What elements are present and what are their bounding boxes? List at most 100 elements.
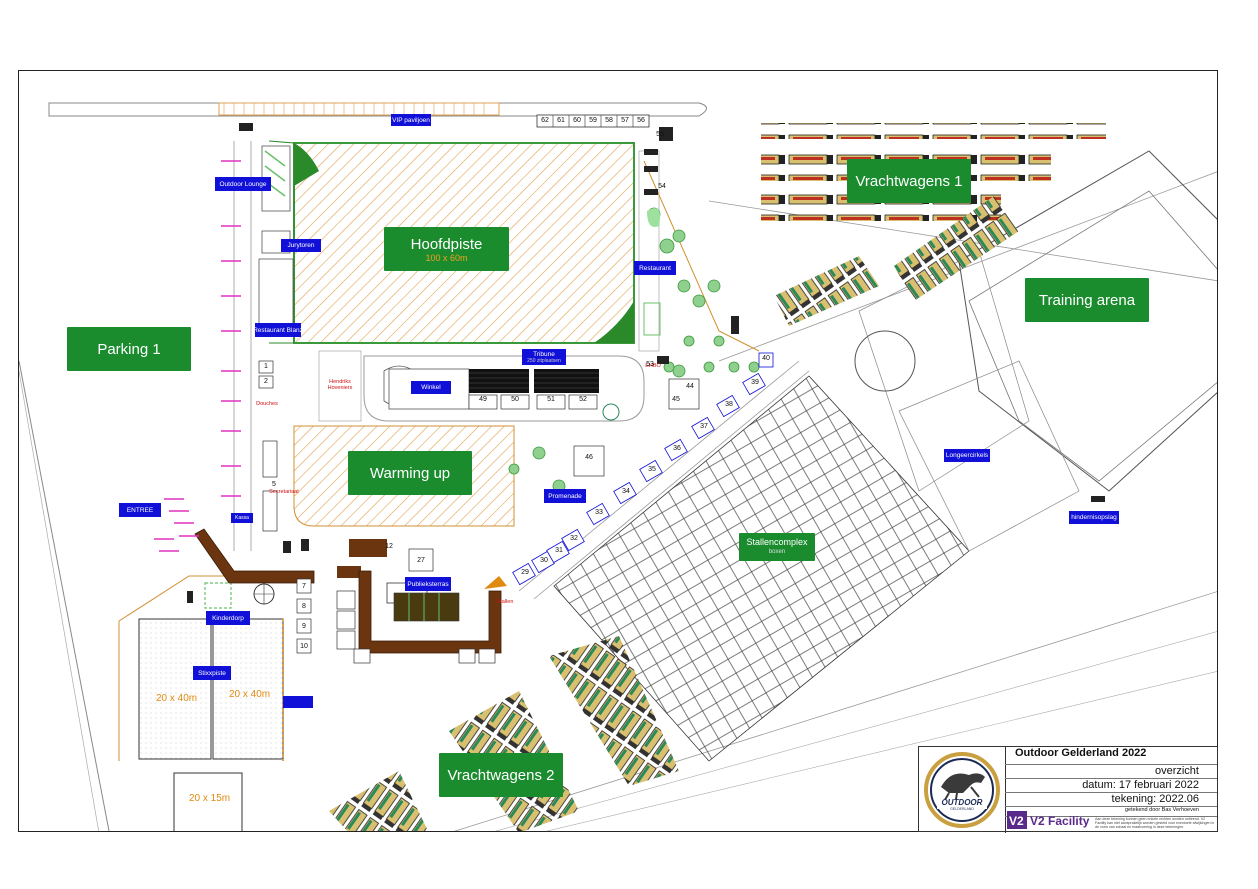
stand-36: 36 xyxy=(673,445,681,452)
label-douches-text: Douches xyxy=(256,401,278,407)
v2-badge-icon: V2 xyxy=(1007,811,1027,829)
stand-51: 51 xyxy=(547,396,555,403)
svg-text:V2: V2 xyxy=(1009,814,1024,828)
title-drawing-number: tekening: 2022.06 xyxy=(1005,793,1217,807)
stand-8: 8 xyxy=(302,603,306,610)
logo-subtext: GELDERLAND xyxy=(950,807,974,811)
stand-45: 45 xyxy=(672,396,680,403)
stand-31: 31 xyxy=(555,547,563,554)
title-subtitle: overzicht xyxy=(1005,765,1217,779)
label-ehbo-text: EHBO xyxy=(645,363,661,369)
label-stixxpiste: Stixxpiste xyxy=(193,666,231,680)
label-kinderdorp: Kinderdorp xyxy=(206,611,250,625)
horse-logo-icon xyxy=(924,752,1000,828)
label-publieksterras-text: Publieksterras xyxy=(407,580,449,588)
stand-40: 40 xyxy=(762,355,770,362)
stand-53: 53 xyxy=(646,361,654,368)
label-ehbo: EHBO xyxy=(639,363,667,369)
label-tribune-text: Tribune xyxy=(533,350,555,358)
label-stixxpiste-text: Stixxpiste xyxy=(198,669,226,677)
stand-37: 37 xyxy=(700,423,708,430)
stand-50: 50 xyxy=(511,396,519,403)
label-jurytoren-text: Jurytoren xyxy=(287,242,315,249)
dim-small-arena: 20 x 15m xyxy=(189,793,231,804)
label-hindernisopslag: hindernisopslag xyxy=(1069,511,1119,524)
area-stallencomplex-sub: boxen xyxy=(768,549,786,555)
area-parking-1: Parking 1 xyxy=(67,327,191,371)
stand-10: 10 xyxy=(300,643,308,650)
area-training-arena: Training arena xyxy=(1025,278,1149,322)
stand-27: 27 xyxy=(417,557,425,564)
stand-35: 35 xyxy=(648,466,656,473)
label-outdoor-lounge-text: Outdoor Lounge xyxy=(219,180,267,188)
label-secretariaat-text: Secretariaat xyxy=(269,489,299,495)
stand-5: 5 xyxy=(272,481,276,488)
stand-12: 12 xyxy=(385,543,393,550)
stand-59: 59 xyxy=(589,117,597,124)
site-map: Parking 1 Hoofdpiste 100 x 60m Warming u… xyxy=(18,70,1218,832)
label-restaurant-blanz: Restaurant Blanz xyxy=(253,323,303,337)
outdoor-gelderland-logo: OUTDOOR GELDERLAND xyxy=(919,747,1006,833)
stand-49: 49 xyxy=(479,396,487,403)
label-hindernisopslag-text: hindernisopslag xyxy=(1071,514,1117,521)
label-kassa-text: Kassa xyxy=(235,515,249,521)
area-parking-1-label: Parking 1 xyxy=(97,340,161,358)
area-stallencomplex-label: Stallencomplex xyxy=(746,537,808,547)
label-tribune: Tribune 250 zitplaatsen xyxy=(522,349,566,365)
v2-brand-text: V2 Facility xyxy=(1030,814,1090,828)
label-douches: Douches xyxy=(255,401,279,407)
stand-56: 56 xyxy=(637,117,645,124)
title-disclaimer: Aan deze tekening kunnen geen enkele rec… xyxy=(1095,817,1215,829)
stand-44: 44 xyxy=(686,383,694,390)
label-winkel-text: Winkel xyxy=(421,384,441,391)
label-restaurant-text: Restaurant xyxy=(639,264,671,272)
v2-facility-logo: V2 V2 Facility xyxy=(1005,807,1091,833)
area-warming-up: Warming up xyxy=(348,451,472,495)
stand-34: 34 xyxy=(622,488,630,495)
area-vrachtwagens-2-label: Vrachtwagens 2 xyxy=(447,766,555,784)
stand-60: 60 xyxy=(573,117,581,124)
stand-46: 46 xyxy=(585,454,593,461)
stand-1: 1 xyxy=(264,363,268,370)
area-warming-up-label: Warming up xyxy=(369,464,451,482)
label-stallen-kantoor-text: Stallen xyxy=(496,599,514,605)
stand-61: 61 xyxy=(557,117,565,124)
label-promenade-text: Promenade xyxy=(548,492,582,500)
dim-stixx-right: 20 x 40m xyxy=(229,689,271,700)
label-vip-text: VIP paviljoen xyxy=(392,116,430,124)
label-entree-text: ENTREE xyxy=(126,506,154,514)
label-stallen-kantoor: Stallen xyxy=(493,599,517,605)
area-stallencomplex: Stallencomplex boxen xyxy=(739,533,815,561)
area-vrachtwagens-2: Vrachtwagens 2 xyxy=(439,753,563,797)
label-kinderdorp-text: Kinderdorp xyxy=(212,614,244,622)
title-block: OUTDOOR GELDERLAND Outdoor Gelderland 20… xyxy=(918,746,1218,833)
label-publieksterras: Publieksterras xyxy=(405,577,451,591)
stand-57: 57 xyxy=(621,117,629,124)
label-hendriks-text: Hendriks Hoveniers xyxy=(327,379,353,391)
stand-29: 29 xyxy=(521,569,529,576)
stand-2: 2 xyxy=(264,378,268,385)
stand-62: 62 xyxy=(541,117,549,124)
label-winkel: Winkel xyxy=(411,381,451,394)
dim-stixx-left: 20 x 40m xyxy=(156,693,198,704)
area-vrachtwagens-1-label: Vrachtwagens 1 xyxy=(855,172,963,190)
title-date: datum: 17 februari 2022 xyxy=(1005,779,1217,793)
label-entree: ENTREE xyxy=(119,503,161,517)
logo-text: OUTDOOR xyxy=(941,798,983,807)
label-longeercirkels-text: Longeercirkels xyxy=(945,452,989,459)
label-secretariaat: Secretariaat xyxy=(269,489,299,495)
title-drawn-by: getekend door Bas Verhoeven xyxy=(1005,807,1217,817)
label-promenade: Promenade xyxy=(544,489,586,503)
stand-9: 9 xyxy=(302,623,306,630)
area-hoofdpiste-size: 100 x 60m xyxy=(425,252,468,263)
area-training-arena-label: Training arena xyxy=(1038,291,1136,309)
label-kassa: Kassa xyxy=(231,513,253,523)
stand-32: 32 xyxy=(570,535,578,542)
area-vrachtwagens-1: Vrachtwagens 1 xyxy=(847,159,971,203)
stand-30: 30 xyxy=(540,557,548,564)
map-canvas xyxy=(19,102,1217,831)
title-event: Outdoor Gelderland 2022 xyxy=(1005,747,1217,765)
label-hendriks: Hendriks Hoveniers xyxy=(319,379,361,391)
label-restaurant: Restaurant xyxy=(634,261,676,275)
stand-54: 54 xyxy=(658,183,666,190)
